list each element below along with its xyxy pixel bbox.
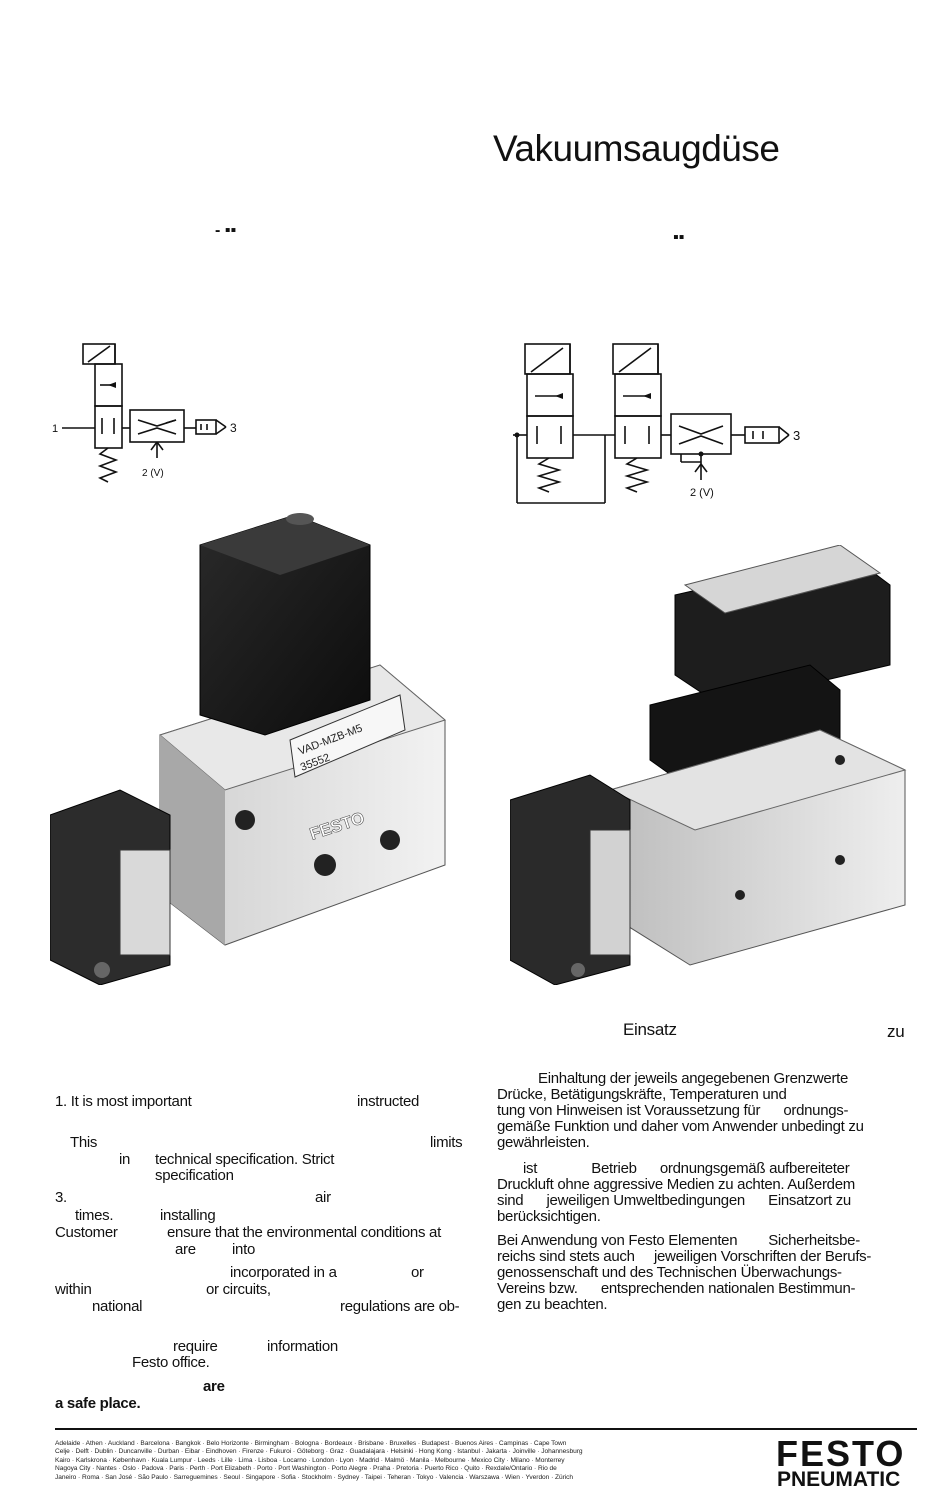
port-2-label: 2 (V) [690, 487, 714, 499]
german-heading-einsatz: Einsatz [623, 1020, 677, 1039]
footer-city-list: Adelaide · Athen · Auckland · Barcelona … [55, 1440, 760, 1482]
header-fragment-right: ▪▪ [673, 229, 685, 246]
document-title: Vakuumsaugdüse [493, 128, 780, 169]
english-text-fragment: require [173, 1338, 218, 1355]
city-list-line: Adelaide · Athen · Auckland · Barcelona … [55, 1440, 567, 1447]
english-text-fragment: 1. It is most important [55, 1093, 192, 1110]
german-heading-zu: zu [887, 1022, 905, 1041]
city-list-line: Celje · Delft · Dublin · Duncanville · D… [55, 1448, 583, 1456]
english-text-fragment: into [232, 1241, 255, 1258]
product-photo-right [510, 545, 907, 985]
german-text-line: gen zu beachten. [497, 1296, 608, 1313]
english-text-fragment: in [119, 1151, 131, 1168]
english-text-fragment: 3. [55, 1189, 67, 1206]
german-text-line: Bei Anwendung von Festo Elementen Sicher… [497, 1232, 860, 1249]
port-3-label: 3 [793, 428, 800, 443]
festo-logo: FESTO [776, 1433, 906, 1474]
english-text-fragment: specification [155, 1167, 234, 1184]
english-text-fragment: regulations are ob- [340, 1298, 460, 1315]
english-text-fragment: limits [430, 1134, 463, 1151]
english-text-fragment: ensure that the environmental conditions… [167, 1224, 441, 1241]
english-text-fragment: times. [75, 1207, 114, 1224]
german-text-line: Einhaltung der jeweils angegebenen Grenz… [538, 1070, 849, 1087]
city-list-line: Kairo · Karlskrona · København · Kuala L… [55, 1456, 565, 1464]
english-text-fragment: are [203, 1378, 225, 1395]
english-text-fragment: incorporated in a [230, 1264, 337, 1281]
english-text-fragment: are [175, 1241, 196, 1258]
english-text-fragment: Customer [55, 1224, 118, 1241]
english-text-fragment: within [55, 1281, 92, 1298]
port-1-label: 1 [52, 423, 58, 435]
german-text-line: Vereins bzw. entsprechenden nationalen B… [497, 1280, 856, 1297]
pneumatic-logo: PNEUMATIC [777, 1468, 901, 1491]
english-text-fragment: technical specification. Strict [155, 1151, 335, 1168]
german-text-line: gewährleisten. [497, 1134, 590, 1151]
schematic-diagram-left: 1 2 (V) 3 [52, 343, 237, 483]
german-text-line: Druckluft ohne aggressive Medien zu acht… [497, 1176, 855, 1193]
product-photo-left: VAD-MZB-M5 35552 FESTO [50, 513, 447, 985]
english-text-fragment: instructed [357, 1093, 420, 1110]
port-2-label: 2 (V) [142, 468, 164, 479]
port-3-label: 3 [230, 421, 237, 435]
german-text-line: berücksichtigen. [497, 1208, 601, 1225]
schematic-diagram-right: 2 (V) 3 [513, 343, 800, 504]
german-text-line: reichs sind stets auch jeweiligen Vorsch… [497, 1248, 872, 1265]
footer-rule [55, 1428, 917, 1430]
city-list-line: Nagoya City · Nantes · Oslo · Padova · P… [55, 1465, 557, 1473]
german-text-line: sind jeweiligen Umweltbedingungen Einsat… [497, 1192, 851, 1209]
english-text-fragment: Festo office. [132, 1354, 210, 1371]
german-text-line: gemäße Funktion und daher vom Anwender u… [497, 1118, 864, 1135]
english-text-fragment: or [411, 1264, 424, 1281]
german-text-line: ist Betrieb ordnungsgemäß aufbereiteter [523, 1160, 850, 1177]
city-list-line: Janeiro · Roma · San José · São Paulo · … [55, 1473, 574, 1481]
header-fragment-left: - ▪▪ [215, 222, 237, 239]
german-text-line: tung von Hinweisen ist Voraussetzung für… [497, 1102, 849, 1119]
english-text-fragment: information [267, 1338, 338, 1355]
german-text-line: genossenschaft und des Technischen Überw… [497, 1264, 842, 1281]
german-text-line: Drücke, Betätigungskräfte, Temperaturen … [497, 1086, 787, 1103]
english-text-fragment: installing [160, 1207, 216, 1224]
english-text-fragment: or circuits, [206, 1281, 271, 1298]
english-text-fragment: a safe place. [55, 1395, 141, 1412]
english-text-fragment: air [315, 1189, 331, 1206]
english-text-fragment: This [70, 1134, 98, 1151]
english-text-fragment: national [92, 1298, 143, 1315]
